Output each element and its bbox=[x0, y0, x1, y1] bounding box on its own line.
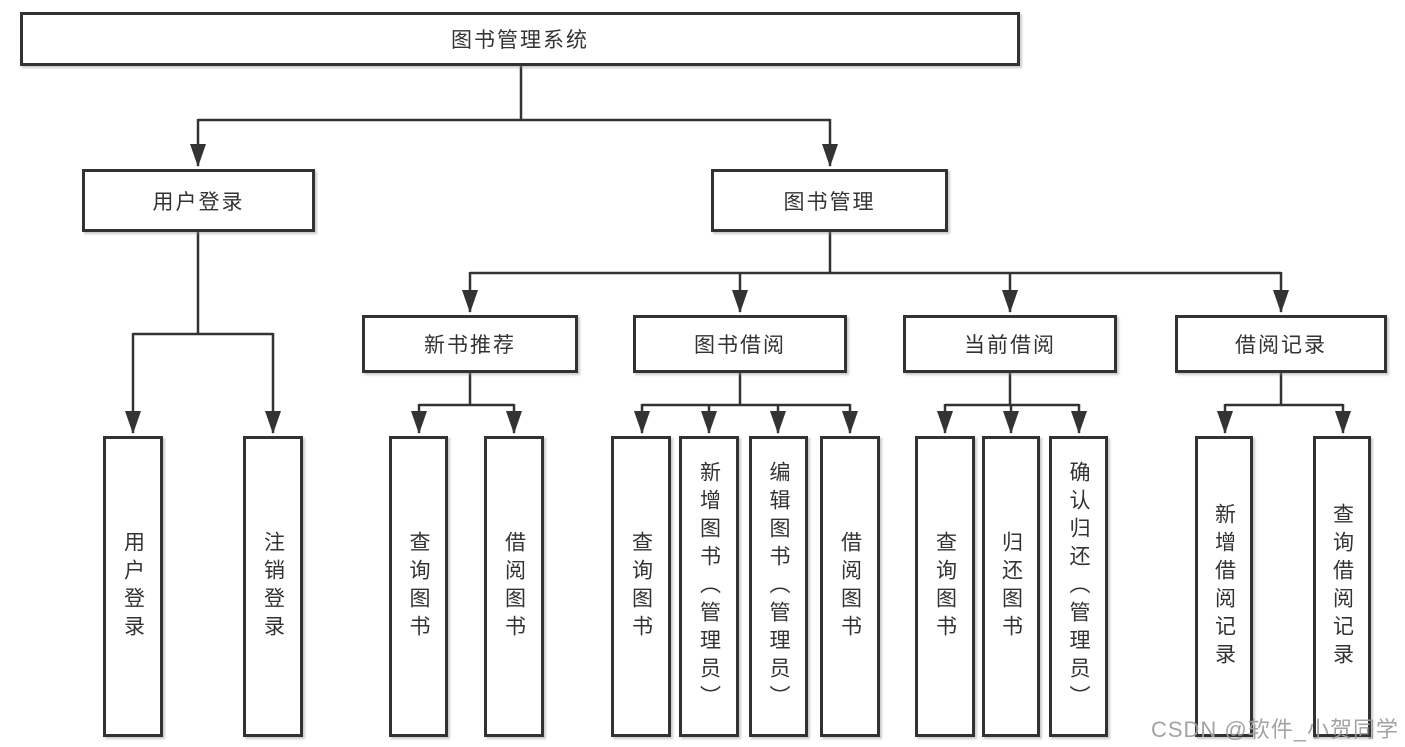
node-label: 用户登录 bbox=[152, 190, 245, 214]
node-label: 用户登录 bbox=[121, 530, 145, 643]
node-label: 归还图书 bbox=[999, 530, 1023, 643]
node-borrowing-records: 借阅记录 bbox=[1175, 315, 1387, 373]
leaf-current-query-books: 查询图书 bbox=[915, 436, 975, 737]
node-book-borrowing: 图书借阅 bbox=[633, 315, 847, 373]
node-label: 新增借阅记录 bbox=[1212, 502, 1236, 671]
node-book-management: 图书管理 bbox=[711, 169, 948, 232]
connector-userlogin-to-leaves bbox=[125, 232, 281, 434]
node-label: 图书管理 bbox=[783, 190, 876, 214]
node-label: 新书推荐 bbox=[424, 334, 516, 357]
node-label: 查询图书 bbox=[407, 530, 430, 643]
leaf-user-login: 用户登录 bbox=[103, 436, 163, 737]
leaf-newrec-query-books: 查询图书 bbox=[389, 436, 448, 737]
leaf-current-return-books: 归还图书 bbox=[982, 436, 1040, 737]
node-label: 借阅记录 bbox=[1235, 334, 1327, 357]
connector-newrec-to-leaves bbox=[411, 373, 522, 434]
node-label: 查询图书 bbox=[629, 530, 653, 643]
node-label: 查询图书 bbox=[933, 530, 957, 643]
leaf-borrow-add-books-admin: 新增图书（管理员） bbox=[679, 436, 739, 737]
node-root-library-system: 图书管理系统 bbox=[20, 12, 1020, 66]
leaf-newrec-borrow-books: 借阅图书 bbox=[484, 436, 544, 737]
node-label: 借阅图书 bbox=[502, 530, 526, 643]
leaf-records-add-record: 新增借阅记录 bbox=[1195, 436, 1253, 737]
connector-current-to-leaves bbox=[937, 373, 1087, 434]
leaf-current-confirm-return-admin: 确认归还（管理员） bbox=[1049, 436, 1108, 737]
csdn-watermark: CSDN @软件_小贺同学 bbox=[1150, 717, 1399, 742]
connector-records-to-leaves bbox=[1217, 373, 1351, 434]
leaf-records-query-record: 查询借阅记录 bbox=[1313, 436, 1371, 737]
node-new-book-recommend: 新书推荐 bbox=[362, 315, 578, 373]
node-label: 新增图书（管理员） bbox=[697, 460, 721, 713]
node-label: 编辑图书（管理员） bbox=[767, 460, 790, 713]
leaf-borrow-query-books: 查询图书 bbox=[611, 436, 671, 737]
node-label: 查询借阅记录 bbox=[1330, 502, 1354, 671]
leaf-borrow-borrow-books: 借阅图书 bbox=[820, 436, 880, 737]
connector-bookmgmt-to-groups bbox=[462, 232, 1289, 313]
node-label: 当前借阅 bbox=[964, 334, 1056, 357]
leaf-logout: 注销登录 bbox=[243, 436, 303, 737]
connector-root-to-level2 bbox=[190, 66, 838, 167]
node-label: 图书管理系统 bbox=[451, 29, 589, 52]
node-label: 借阅图书 bbox=[838, 530, 862, 643]
leaf-borrow-edit-books-admin: 编辑图书（管理员） bbox=[749, 436, 808, 737]
node-label: 图书借阅 bbox=[694, 334, 786, 357]
node-user-login: 用户登录 bbox=[82, 169, 315, 232]
connector-borrow-to-leaves bbox=[634, 373, 858, 434]
node-current-borrowing: 当前借阅 bbox=[903, 315, 1117, 373]
node-label: 注销登录 bbox=[261, 530, 285, 643]
node-label: 确认归还（管理员） bbox=[1067, 460, 1090, 713]
